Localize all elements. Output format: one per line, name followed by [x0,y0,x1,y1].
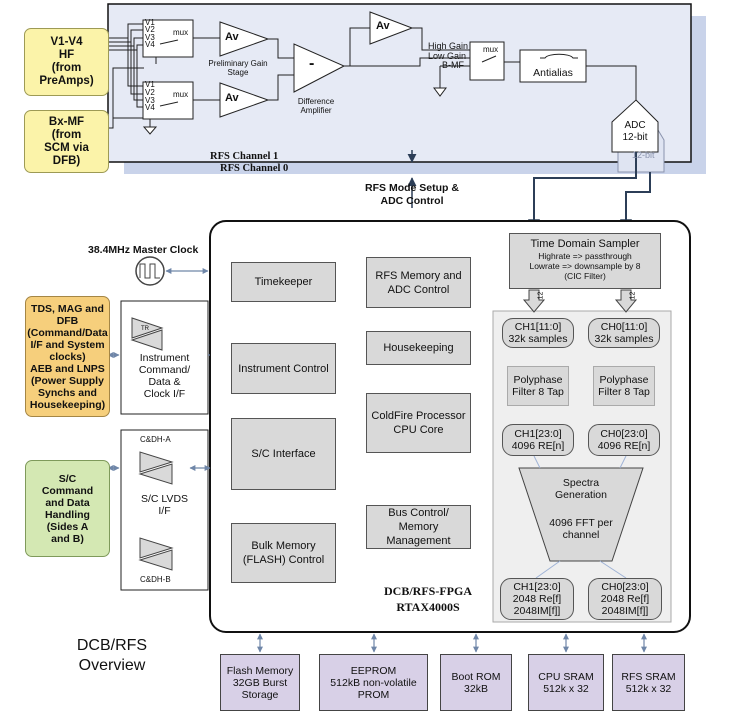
coldfire-block: ColdFire Processor CPU Core [366,393,471,453]
cpu-sram-box: CPU SRAM 512k x 32 [528,654,604,711]
rfs-sram-box: RFS SRAM 512k x 32 [612,654,685,711]
input-v1v4-box: V1-V4 HF (from PreAmps) [24,28,109,96]
high-gain-amp [369,11,414,45]
eeprom-box: EEPROM 512kB non-volatile PROM [319,654,428,711]
timekeeper-block: Timekeeper [231,262,336,302]
ch1-output-pill: CH1[23:0] 2048 Re[f] 2048IM[f]] [500,578,574,620]
fpga-name-line-2: RTAX4000S [396,600,460,614]
low-gain-label: Low Gain [428,51,467,61]
sc-cdh-box: S/C Command and Data Handling (Sides A a… [25,460,110,557]
v3-label-a: V3 [145,33,155,42]
dsp-panel [492,310,672,623]
cdh-b-label: C&DH-B [140,575,171,584]
v4-label-a: V4 [145,40,155,49]
difference-amplifier-label: Difference Amplifier [297,97,335,115]
high-gain-label: High Gain [428,41,469,51]
housekeeping-block: Housekeeping [366,331,471,365]
channel-1-label: RFS Channel 1 [210,151,279,162]
adc-shadow-label: 12-bit [632,150,655,160]
polyphase-filter-ch0: Polyphase Filter 8 Tap [593,366,655,406]
ch0-output-pill: CH0[23:0] 2048 Re[f] 2048IM[f]] [588,578,662,620]
b-mf-label: B-MF [442,60,464,70]
ch1-input-pill: CH1[11:0] 32k samples [502,318,574,348]
bus-control-block: Bus Control/ Memory Management [366,505,471,549]
overview-title: DCB/RFS Overview [76,637,148,674]
v2-label-b: V2 [145,88,155,97]
tr-label: TR [141,326,149,332]
spectra-generation-block [518,467,644,562]
bus-width-ch0: 12 [629,291,637,300]
mux-2-label: mux [173,90,189,99]
bus-width-ch1: 12 [537,291,545,300]
channel-0-label: RFS Channel 0 [220,163,289,174]
tds-title: Time Domain Sampler [530,238,640,250]
master-clock-label: 38.4MHz Master Clock [88,244,199,256]
cdh-a-label: C&DH-A [140,435,171,444]
flash-memory-box: Flash Memory 32GB Burst Storage [220,654,300,711]
av-label-1: Av [225,31,239,43]
v1-label-a: V1 [145,18,155,27]
ch0-input-pill: CH0[11:0] 32k samples [588,318,660,348]
rfs-memory-block: RFS Memory and ADC Control [366,257,471,308]
boot-rom-box: Boot ROM 32kB [440,654,512,711]
mux-output [469,41,505,81]
tds-mag-dfb-box: TDS, MAG and DFB (Command/Data I/F and S… [25,296,110,417]
time-domain-sampler: Time Domain Sampler Highrate => passthro… [509,233,661,289]
sc-interface-block: S/C Interface [231,418,336,490]
preliminary-amp-2 [219,82,270,118]
v1-label-b: V1 [145,80,155,89]
sc-lvds-label: S/C LVDS I/F [140,493,189,517]
difference-amplifier [293,43,346,93]
polyphase-filter-ch1: Polyphase Filter 8 Tap [507,366,569,406]
antialias-filter [519,49,587,83]
preliminary-gain-label: Preliminary Gain Stage [208,59,268,77]
mux-output-label: mux [483,45,499,54]
av-label-3: Av [376,20,390,32]
input-bxmf-box: Bx-MF (from SCM via DFB) [24,110,109,173]
mux-1-label: mux [173,28,189,37]
v4-label-b: V4 [145,103,155,112]
adc-label: ADC 12-bit [622,120,648,143]
v3-label-b: V3 [145,96,155,105]
preliminary-amp-1 [219,21,270,57]
bulk-memory-block: Bulk Memory (FLASH) Control [231,523,336,583]
fft-label: 4096 FFT per channel [549,517,613,541]
ch0-re-pill: CH0[23:0] 4096 RE[n] [588,424,660,456]
ch1-re-pill: CH1[23:0] 4096 RE[n] [502,424,574,456]
mode-setup-label: RFS Mode Setup & ADC Control [365,182,459,207]
antialias-label: Antialias [533,67,573,79]
v2-label-a: V2 [145,25,155,34]
instrument-control-block: Instrument Control [231,343,336,394]
spectra-label: Spectra Generation [555,477,607,501]
instrument-if-label: Instrument Command/ Data & Clock I/F [138,352,191,400]
diff-sign: - [309,55,315,72]
fpga-name-line-1: DCB/RFS-FPGA [384,584,472,598]
av-label-2: Av [225,92,239,104]
tds-subtitle: Highrate => passthrough Lowrate => downs… [529,251,641,281]
